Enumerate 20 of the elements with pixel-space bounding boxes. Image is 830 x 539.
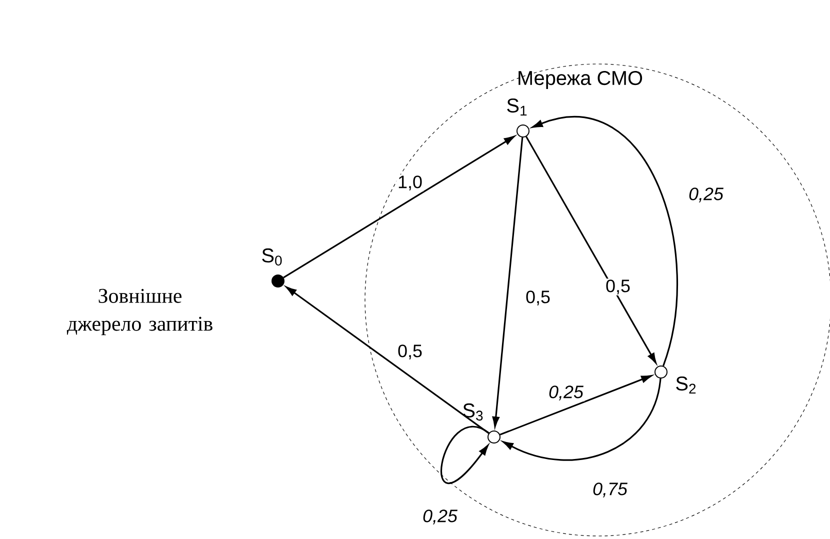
edge-label: 0,5 bbox=[524, 290, 552, 306]
arrow bbox=[502, 378, 662, 461]
node-label: S$_{0}$ bbox=[262, 248, 282, 266]
arrow bbox=[526, 136, 656, 364]
arrow bbox=[283, 136, 515, 278]
arrow bbox=[286, 286, 490, 434]
arrow bbox=[500, 375, 652, 436]
edge-label: 0,5 bbox=[604, 278, 632, 296]
node-label: S$_{1}$ bbox=[507, 98, 527, 116]
edge-label: 0,25 bbox=[422, 508, 458, 526]
source-label: Зовнішне джерело запитів bbox=[66, 288, 212, 336]
node-label: S$_{2}$ bbox=[676, 376, 696, 394]
edge-label: 0,25 bbox=[548, 384, 584, 402]
arrow bbox=[492, 137, 524, 428]
edge-label: 0,5 bbox=[396, 344, 424, 360]
edge-label: 0,25 bbox=[688, 186, 724, 204]
arrow bbox=[532, 116, 678, 366]
arrow bbox=[440, 426, 490, 484]
edge-label: 1,0 bbox=[396, 174, 424, 192]
edge-label: 0,75 bbox=[592, 482, 628, 498]
